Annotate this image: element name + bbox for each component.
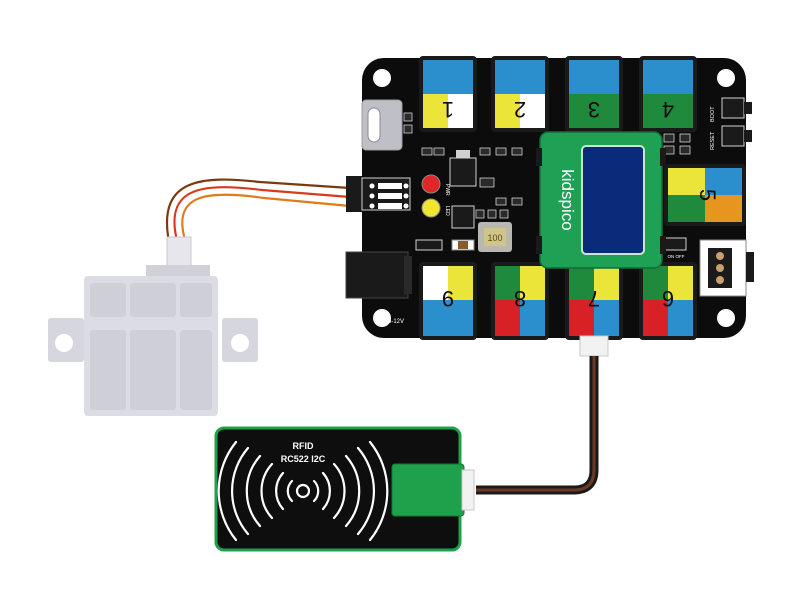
port-number: 7	[588, 286, 600, 311]
port-3[interactable]: 3	[565, 56, 623, 132]
led-label: LED	[444, 206, 450, 216]
oled-screen	[581, 145, 645, 255]
diode	[415, 239, 443, 251]
voltage-regulator	[449, 157, 477, 187]
switch-label: ON OFF	[668, 254, 685, 259]
power-jack-label: 6-12V	[388, 319, 404, 325]
rfid-connector[interactable]	[391, 463, 465, 517]
boot-label: BOOT	[710, 106, 716, 122]
mount-hole	[717, 309, 735, 327]
mount-hole	[717, 69, 735, 87]
power-led	[421, 174, 441, 194]
chip	[451, 205, 475, 229]
port-7[interactable]: 7	[565, 262, 623, 340]
port-number: 6	[662, 286, 674, 311]
port-4[interactable]: 4	[639, 56, 697, 132]
servo-gear-base	[146, 265, 210, 279]
servo-motor	[48, 236, 258, 416]
port-number: 9	[442, 286, 454, 311]
port-number: 3	[588, 97, 600, 122]
port-2[interactable]: 2	[491, 56, 549, 132]
rfid-cable	[476, 335, 609, 495]
port-number: 5	[695, 189, 720, 201]
inductor-label: 100	[487, 233, 502, 243]
mount-hole	[373, 69, 391, 87]
cable-plug	[579, 335, 609, 357]
servo-header[interactable]	[346, 176, 411, 212]
port-1[interactable]: 1	[419, 56, 477, 132]
boot-button[interactable]	[721, 97, 745, 119]
rfid-model: RC522 I2C	[281, 454, 326, 464]
servo-shaft	[166, 236, 192, 268]
brand-label: kidspico	[558, 169, 577, 230]
port-5[interactable]: 5	[664, 164, 746, 226]
rfid-title: RFID	[293, 441, 314, 451]
pwr-label: PWR	[444, 184, 450, 196]
rfid-wave-icon	[217, 440, 389, 542]
oled-display: kidspico	[536, 131, 666, 269]
port-9[interactable]: 9	[419, 262, 477, 340]
port-6[interactable]: 6	[639, 262, 697, 340]
rfid-module: RFID RC522 I2C	[214, 426, 475, 552]
port-number: 4	[662, 97, 674, 122]
port-number: 8	[514, 286, 526, 311]
port-number: 2	[514, 97, 526, 122]
port-8[interactable]: 8	[491, 262, 549, 340]
kidspico-board: 100 PWR LED 6-12V BOOT RESET	[345, 56, 754, 340]
reset-label: RESET	[710, 131, 716, 150]
servo-wires	[165, 178, 352, 238]
power-switch[interactable]	[699, 239, 754, 297]
servo-left-mount-hole	[55, 334, 73, 352]
dc-power-jack[interactable]	[345, 251, 409, 299]
port-number: 1	[442, 97, 454, 122]
reset-button[interactable]	[721, 125, 745, 147]
status-led	[421, 198, 441, 218]
servo-right-mount-hole	[231, 334, 249, 352]
mount-hole	[373, 309, 391, 327]
